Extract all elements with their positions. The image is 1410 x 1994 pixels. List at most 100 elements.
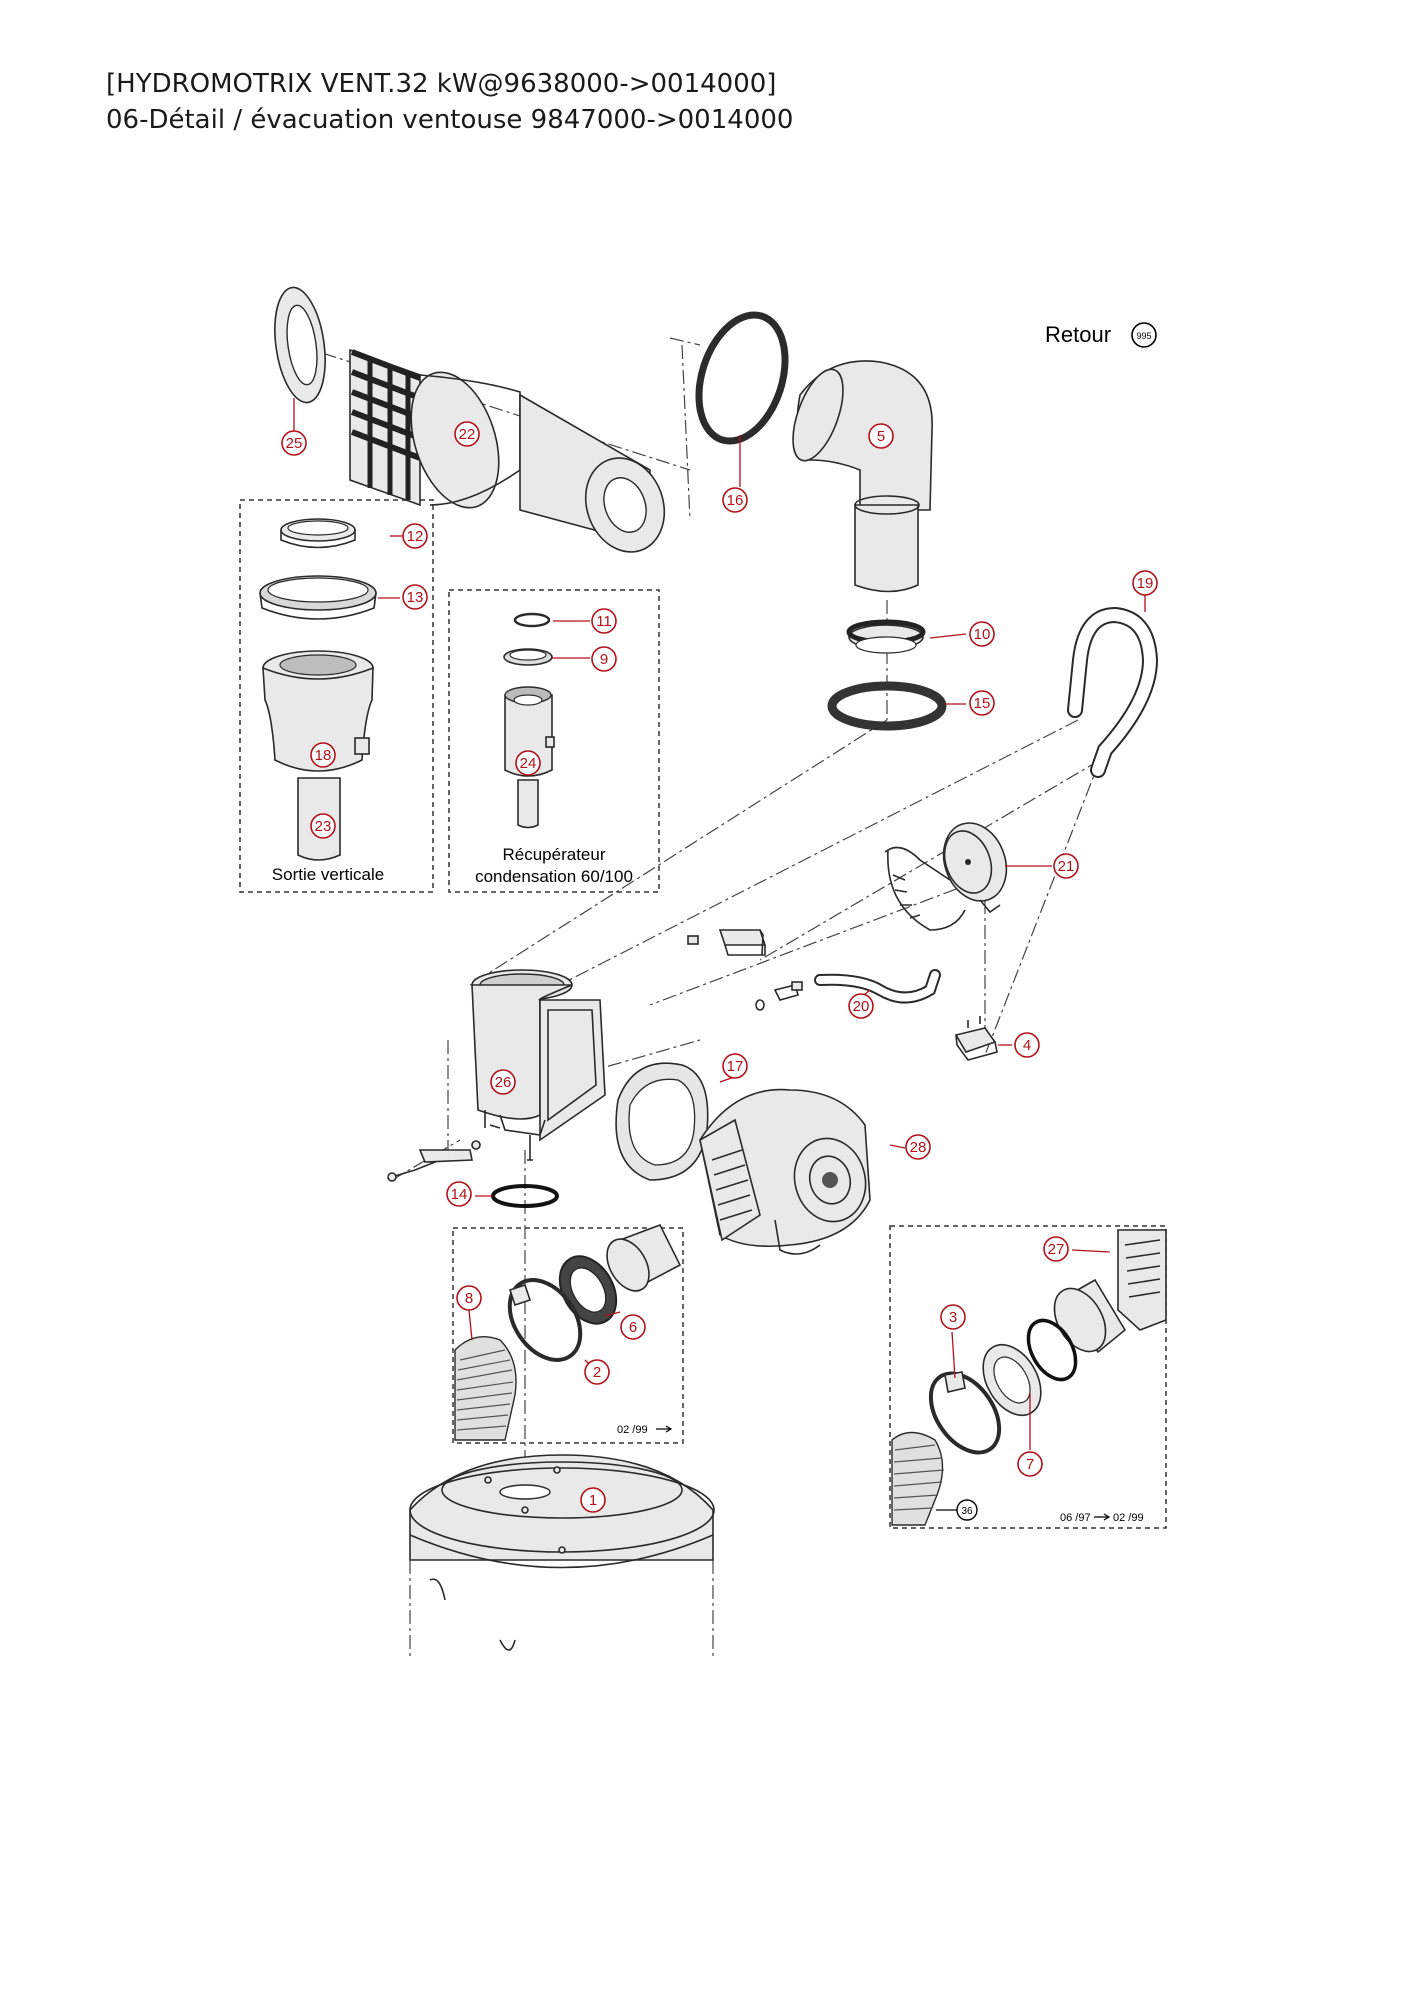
- callout-number: 6: [629, 1319, 637, 1336]
- part-12-ring: [280, 518, 356, 549]
- part-13-ring: [259, 575, 377, 620]
- label-recuperateur-1: Récupérateur: [502, 845, 605, 864]
- callout-circle-icon: [722, 1053, 748, 1079]
- callout-circle-icon: [969, 621, 995, 647]
- ref-36-label: 36: [961, 1506, 973, 1517]
- callout-number: 21: [1058, 858, 1075, 875]
- callout-12: 12: [402, 523, 428, 549]
- callout-number: 17: [727, 1058, 744, 1075]
- header-subtitle: 06-Détail / évacuation ventouse 9847000-…: [106, 105, 794, 135]
- callout-circle-icon: [310, 742, 336, 768]
- callout-circle-icon: [456, 1285, 482, 1311]
- callout-21: 21: [1053, 853, 1079, 879]
- part-18-sortie: [262, 650, 374, 861]
- callout-9: 9: [591, 646, 617, 672]
- center-line-top: [274, 337, 691, 471]
- callout-circle-icon: [1014, 1032, 1040, 1058]
- part-7-ring: [982, 1318, 1078, 1417]
- callout-number: 10: [974, 626, 991, 643]
- callout-circle-icon: [905, 1134, 931, 1160]
- callout-10: 10: [969, 621, 995, 647]
- part-26-collector: [471, 969, 606, 1142]
- part-9-ring: [503, 648, 553, 666]
- hose-36: [891, 1431, 945, 1526]
- callout-3: 3: [940, 1304, 966, 1330]
- part-19-tube: [1067, 606, 1159, 778]
- callout-circle-icon: [848, 993, 874, 1019]
- callout-number: 5: [877, 428, 885, 445]
- part-3-clamp: [928, 1371, 1002, 1455]
- callout-number: 25: [286, 435, 303, 452]
- callout-number: 18: [315, 747, 332, 764]
- part-8-hose: [454, 1336, 517, 1441]
- callout-6: 6: [620, 1314, 646, 1340]
- callout-circle-icon: [402, 523, 428, 549]
- callout-number: 28: [910, 1139, 927, 1156]
- callout-1: 1: [580, 1487, 606, 1513]
- part-5-elbow: [792, 360, 933, 593]
- callout-25: 25: [281, 430, 307, 456]
- part-21-bracket: [884, 846, 966, 931]
- callout-4: 4: [1014, 1032, 1040, 1058]
- callout-circle-icon: [722, 487, 748, 513]
- arrow-right-icon: [1094, 1513, 1111, 1521]
- callout-circle-icon: [580, 1487, 606, 1513]
- callout-14: 14: [446, 1181, 472, 1207]
- retour-label[interactable]: Retour: [1045, 322, 1111, 347]
- callout-2: 2: [584, 1359, 610, 1385]
- callout-number: 13: [407, 589, 424, 606]
- date-inset-left: 02 /99: [617, 1424, 648, 1436]
- page-header: [HYDROMOTRIX VENT.32 kW@9638000->0014000…: [106, 66, 793, 138]
- callout-number: 27: [1048, 1241, 1065, 1258]
- part-22-terminal: [349, 348, 666, 553]
- part-16-seal: [695, 311, 789, 445]
- callout-16: 16: [722, 487, 748, 513]
- center-line-diag-4: [759, 759, 1101, 961]
- part-6-sleeve: [558, 1223, 682, 1325]
- callout-number: 3: [949, 1309, 957, 1326]
- callout-number: 22: [459, 426, 476, 443]
- center-line-diag-3: [649, 879, 981, 1006]
- callout-circle-icon: [868, 423, 894, 449]
- callout-15: 15: [969, 690, 995, 716]
- group-box-inset-left: [452, 1227, 684, 1444]
- callout-5: 5: [868, 423, 894, 449]
- callout-28: 28: [905, 1134, 931, 1160]
- callout-11: 11: [591, 608, 617, 634]
- callout-number: 24: [520, 755, 537, 772]
- part-20-tube: [814, 969, 941, 1004]
- callout-20: 20: [848, 993, 874, 1019]
- leader-lines: [293, 398, 1146, 1450]
- part-24-recuperateur: [504, 686, 555, 829]
- header-title: [HYDROMOTRIX VENT.32 kW@9638000->0014000…: [106, 69, 777, 99]
- callout-number: 19: [1137, 575, 1154, 592]
- callout-number: 20: [853, 998, 870, 1015]
- callout-number: 15: [974, 695, 991, 712]
- retour-badge[interactable]: 995: [1136, 331, 1151, 341]
- callout-circle-icon: [310, 813, 336, 839]
- callout-7: 7: [1017, 1451, 1043, 1477]
- callout-circle-icon: [402, 584, 428, 610]
- callout-27: 27: [1043, 1236, 1069, 1262]
- callout-23: 23: [310, 813, 336, 839]
- center-line-diag-2: [529, 719, 1079, 1001]
- callout-number: 1: [589, 1492, 597, 1509]
- callout-circle-icon: [490, 1069, 516, 1095]
- retour-link[interactable]: Retour 995: [1045, 322, 1157, 348]
- callouts: 1234567891011121314151617181920212223242…: [281, 421, 1158, 1513]
- callout-circle-icon: [454, 421, 480, 447]
- callout-circle-icon: [1053, 853, 1079, 879]
- callout-circle-icon: [446, 1181, 472, 1207]
- part-15-gasket: [827, 681, 947, 731]
- callout-number: 12: [407, 528, 424, 545]
- group-box-recuperateur: [448, 589, 660, 893]
- retour-badge-icon[interactable]: [1131, 322, 1157, 348]
- callout-17: 17: [722, 1053, 748, 1079]
- callout-number: 11: [596, 613, 612, 630]
- center-line-diagonal: [469, 719, 888, 986]
- callout-18: 18: [310, 742, 336, 768]
- callout-number: 16: [727, 492, 744, 509]
- callout-circle-icon: [969, 690, 995, 716]
- part-25-ring: [274, 286, 326, 404]
